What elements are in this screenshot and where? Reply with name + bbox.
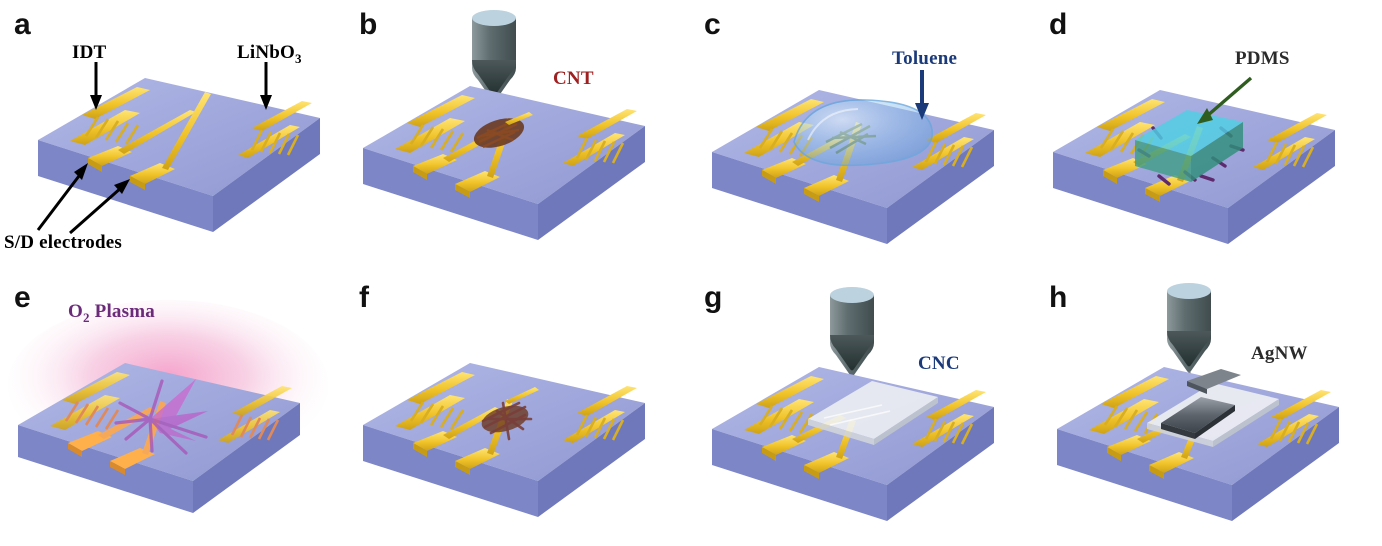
right-idt [912,113,986,170]
source-electrode [88,110,196,172]
cnc-label: CNC [918,353,960,374]
pdms-label: PDMS [1235,48,1290,69]
nozzle [830,287,874,377]
agnw-electrode [1161,369,1241,439]
panel-letter-d: d [1049,8,1068,41]
panel-c: c Toluene [690,0,1035,273]
left-idt [1089,376,1169,434]
panel-letter-e: e [14,281,31,314]
panel-letter-b: b [359,8,378,41]
cnt-label: CNT [553,68,594,89]
pdms-arrow [1197,76,1253,124]
panel-e: e O2 Plasma [0,273,345,546]
substrate-slab [363,86,645,240]
panel-letter-c: c [704,8,721,41]
sd-electrode-arrow-1 [36,163,88,231]
pdms-block [1135,110,1243,182]
cnc-film [808,381,938,445]
panel-b: b CNT [345,0,690,273]
sd-electrodes-label: S/D electrodes [4,232,123,253]
source-electrode [413,407,501,457]
linbo3-text: LiNbO [237,42,296,63]
right-idt [912,390,986,447]
toluene-label: Toluene [892,48,958,69]
substrate-slab [363,363,645,517]
plasma-burst [114,379,208,455]
panel-letter-f: f [359,281,369,314]
idt-arrow [90,62,102,110]
panel-letter-g: g [704,281,723,314]
drain-electrode [130,92,211,190]
right-idt [1257,390,1331,447]
right-idt [1253,113,1327,170]
linbo3-label: LiNbO3 [237,42,302,67]
right-idt [218,386,292,443]
right-idt [238,101,312,158]
panel-h: h AgNW [1035,273,1380,546]
panel-d: d PDMS [1035,0,1380,273]
o2-plasma-text: O [68,301,83,322]
left-idt [70,87,150,145]
cnt-deposit [473,112,533,149]
nozzle [472,10,516,102]
toluene-droplet [793,99,933,167]
sd-electrode-arrow-2 [69,179,130,235]
panel-g: g CNC [690,273,1035,546]
o2-subscript: 2 [82,309,90,325]
o2-plasma-label: O2 Plasma [68,301,155,326]
nozzle [1167,283,1211,373]
left-idt [744,376,824,434]
idt-label: IDT [72,42,107,63]
right-idt [563,386,637,443]
toluene-arrow [915,70,929,120]
substrate-slab [712,367,994,521]
linbo3-subscript: 3 [295,50,302,66]
right-idt [563,109,637,166]
left-idt [395,95,475,153]
left-idt [1085,99,1165,157]
linbo3-arrow [260,62,272,110]
left-idt [50,372,130,430]
panel-letter-a: a [14,8,31,41]
o2-plasma-text-after: Plasma [89,301,155,322]
panel-f: f [345,273,690,546]
cnt-deposit [481,387,539,441]
panel-letter-h: h [1049,281,1068,314]
panel-a: a IDT LiNbO3 S/D electrodes [0,0,345,273]
left-idt [395,372,475,430]
agnw-label: AgNW [1251,343,1308,364]
